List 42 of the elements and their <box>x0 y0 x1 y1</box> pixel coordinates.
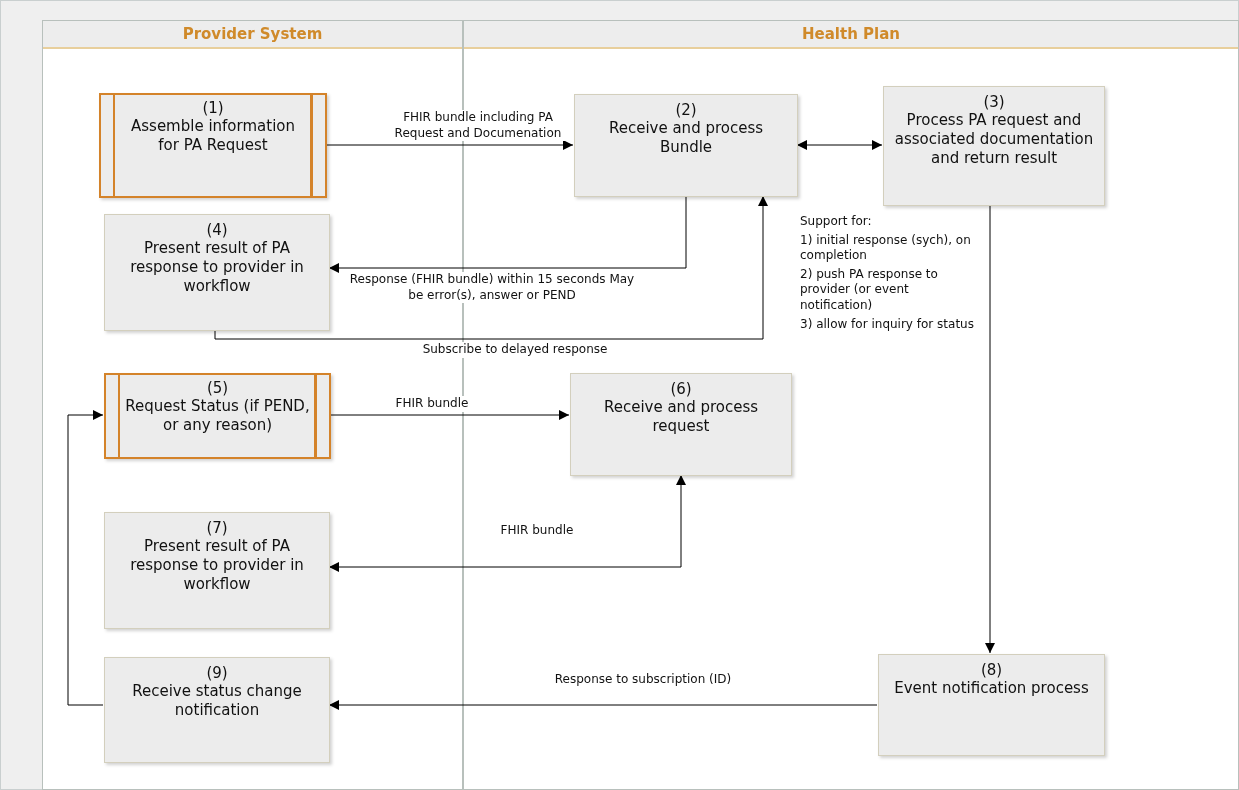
process-box <box>570 373 792 476</box>
process-box <box>104 657 330 763</box>
process-box <box>883 86 1105 206</box>
note-text: 1) initial response (sych), on completion <box>800 232 972 264</box>
step-number: (1) <box>202 99 224 117</box>
arrow <box>67 410 104 706</box>
arrow <box>325 140 574 150</box>
step-number: (4) <box>206 221 228 239</box>
arrow <box>329 410 570 420</box>
arrow <box>796 140 883 150</box>
process-box <box>574 94 798 197</box>
arrow <box>328 700 878 710</box>
subprocess-box <box>99 93 327 198</box>
subprocess-box <box>104 373 331 459</box>
step-text: Receive status change notification <box>131 682 303 720</box>
lane-title: Provider System <box>43 21 462 49</box>
step-text: Receive and process request <box>602 398 760 436</box>
step-number: (7) <box>206 519 228 537</box>
lane-title: Health Plan <box>464 21 1238 49</box>
arrow <box>214 195 768 340</box>
note-text: 3) allow for inquiry for status <box>800 316 975 333</box>
note-text: Support for: <box>800 214 873 230</box>
process-box <box>878 654 1105 756</box>
process-box <box>104 214 330 331</box>
step-text: Present result of PA response to provider in workflow <box>129 537 305 594</box>
step-text: Request Status (if PEND, or any reason) <box>124 397 311 435</box>
step-text: Receive and process Bundle <box>607 119 765 157</box>
process-box <box>104 512 330 629</box>
step-number: (6) <box>670 380 692 398</box>
step-number: (9) <box>206 664 228 682</box>
step-number: (2) <box>675 101 697 119</box>
step-text: Process PA request and associated documentation and return result <box>893 111 1095 168</box>
step-text: Present result of PA response to provider in workflow <box>129 239 305 296</box>
step-text: Assemble information for PA Request <box>130 117 296 155</box>
step-number: (8) <box>980 661 1003 679</box>
note-text: 2) push PA response to provider (or event notification) <box>800 266 939 314</box>
arrow <box>328 474 686 572</box>
step-text: Event notification process <box>894 679 1089 698</box>
step-number: (3) <box>983 93 1005 111</box>
step-number: (5) <box>206 379 229 397</box>
arrow <box>328 195 687 273</box>
arrow <box>985 204 995 654</box>
